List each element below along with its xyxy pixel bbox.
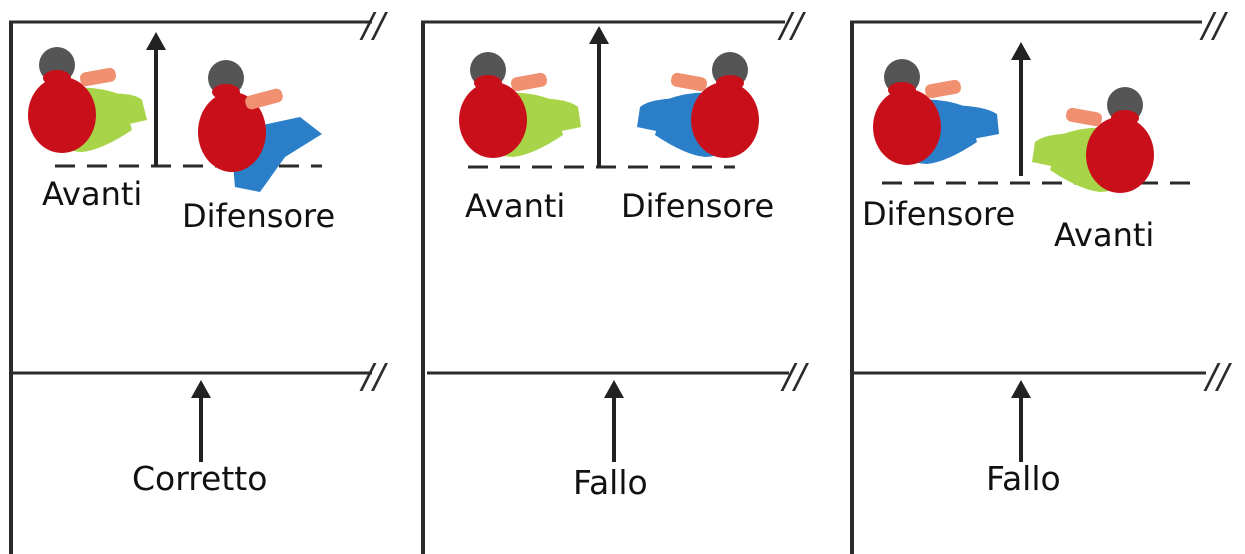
break-mark: // <box>359 6 388 46</box>
break-mark: // <box>777 6 806 46</box>
pointer-arrowhead <box>604 380 624 398</box>
direction-arrowhead <box>1011 42 1031 60</box>
right-player-label: Difensore <box>621 187 775 225</box>
break-mark: // <box>1203 357 1232 397</box>
pointer-arrowhead <box>1011 380 1031 398</box>
verdict-label: Fallo <box>986 459 1061 498</box>
defender-figure <box>637 52 759 158</box>
field-diagram-1: // // <box>9 6 388 554</box>
left-player-label: Avanti <box>465 187 566 225</box>
pointer-arrowhead <box>191 380 211 398</box>
right-player-label: Difensore <box>182 197 336 235</box>
panel-correct: // // Avanti Difensore Corretto <box>0 0 400 554</box>
attacker-figure <box>28 47 147 153</box>
defender-figure <box>873 59 999 165</box>
defender-figure <box>198 60 322 192</box>
left-player-label: Avanti <box>42 175 143 213</box>
break-mark: // <box>780 357 809 397</box>
verdict-label: Corretto <box>132 459 268 498</box>
attacker-figure <box>1032 87 1154 193</box>
break-mark: // <box>1199 6 1228 46</box>
left-player-label: Difensore <box>862 195 1016 233</box>
verdict-label: Fallo <box>573 463 648 502</box>
direction-arrowhead <box>589 26 609 44</box>
field-diagram-2: // // <box>421 6 809 554</box>
panel-foul-1: // // Avanti Difensore Fallo <box>413 0 813 554</box>
panel-foul-2: // // Difensore Avanti Fallo <box>842 0 1242 554</box>
direction-arrowhead <box>146 32 166 50</box>
break-mark: // <box>359 357 388 397</box>
field-diagram-3: // // <box>850 6 1232 554</box>
attacker-figure <box>459 52 581 158</box>
right-player-label: Avanti <box>1054 216 1155 254</box>
